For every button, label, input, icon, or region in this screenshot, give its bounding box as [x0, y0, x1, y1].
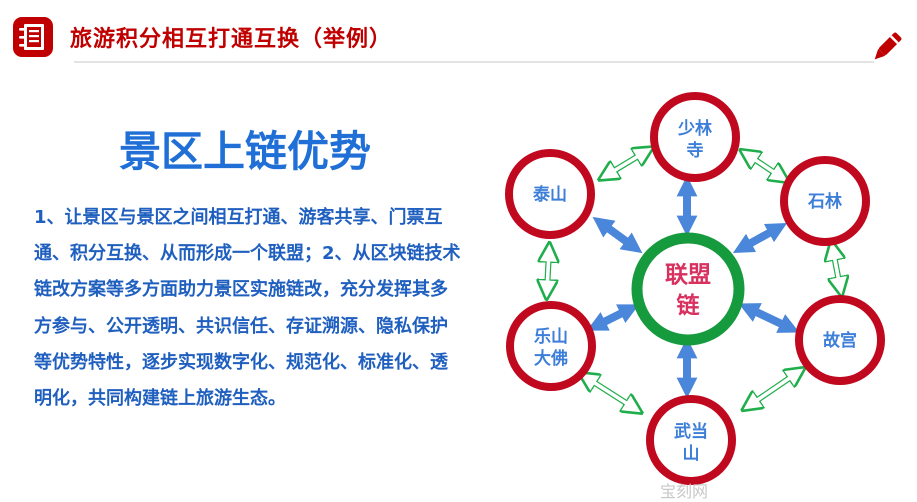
arrow-wudang-leshan — [587, 378, 634, 408]
header: 旅游积分相互打通互换（举例） — [0, 0, 917, 70]
node-taishan: 泰山 — [505, 149, 595, 239]
arrow-center-shilin — [732, 222, 788, 254]
watermark-text: 宝刻网 — [660, 482, 709, 501]
node-leshan-line2: 大佛 — [534, 348, 568, 369]
page-title: 旅游积分相互打通互换（举例） — [70, 27, 393, 52]
alliance-chain-diagram: 联盟 链 少林 寺 石林 故宫 武当 山 乐山 大佛 泰山 — [505, 92, 885, 485]
arrow-center-gugong — [738, 303, 800, 333]
arrow-center-taishan — [592, 216, 643, 254]
node-wudang-line1: 武当 — [674, 421, 708, 442]
arrow-shaolin-shilin — [748, 155, 781, 177]
center-node: 联盟 链 — [631, 232, 745, 346]
node-shaolin: 少林 寺 — [650, 92, 740, 182]
body-paragraph: 1、让景区与景区之间相互打通、游客共享、门票互通、积分互换、从而形成一个联盟；2… — [34, 207, 461, 410]
node-leshan-line1: 乐山 — [534, 327, 568, 347]
node-gugong: 故宫 — [795, 295, 885, 385]
arrow-shilin-gugong — [833, 250, 840, 287]
notebook-icon — [13, 17, 53, 57]
node-shaolin-line1: 少林 — [677, 118, 712, 139]
node-gugong-line1: 故宫 — [823, 330, 857, 351]
section-heading: 景区上链优势 — [118, 127, 371, 176]
ring-arrows — [547, 152, 840, 408]
center-label-line2: 链 — [677, 292, 700, 319]
node-wudang: 武当 山 — [646, 395, 736, 485]
node-wudang-line2: 山 — [683, 444, 700, 464]
arrow-gugong-wudang — [750, 373, 797, 405]
node-leshan: 乐山 大佛 — [506, 301, 596, 391]
header-divider — [74, 61, 874, 63]
arrow-leshan-taishan — [547, 252, 549, 290]
arrow-center-leshan — [586, 304, 640, 331]
node-shilin-line1: 石林 — [807, 191, 842, 212]
center-label-line1: 联盟 — [665, 262, 711, 288]
arrow-shaolin-taishan — [607, 152, 645, 175]
node-shilin: 石林 — [780, 156, 870, 246]
node-shaolin-line2: 寺 — [687, 140, 704, 161]
node-taishan-line1: 泰山 — [533, 184, 567, 205]
spoke-arrows — [586, 175, 800, 399]
pen-icon — [874, 32, 902, 60]
